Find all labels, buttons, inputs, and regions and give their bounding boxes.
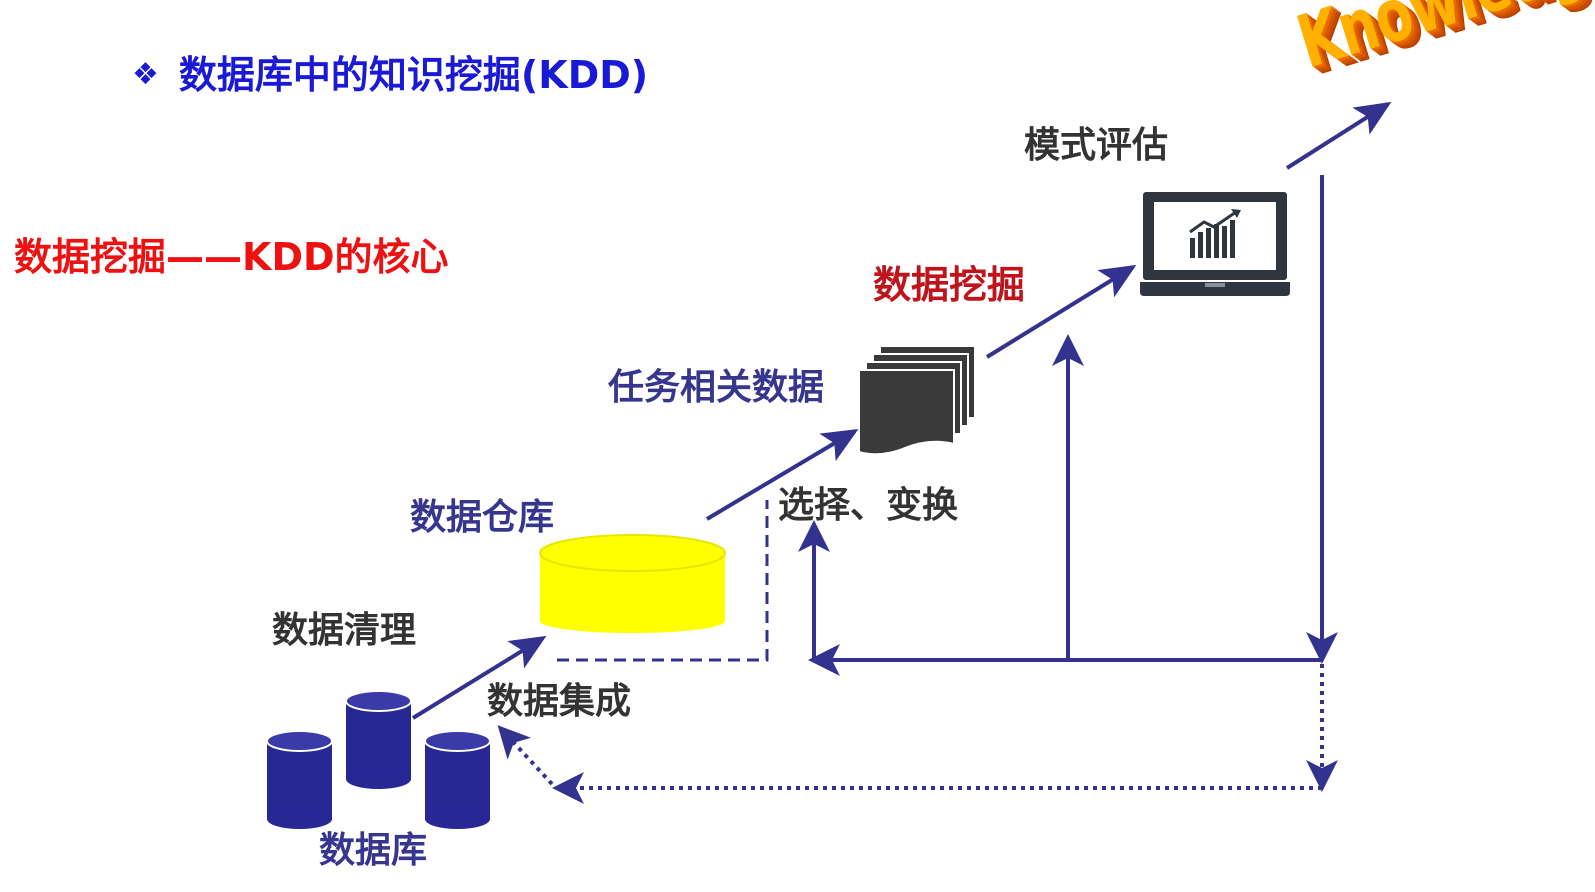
database-cylinder-icon — [266, 690, 491, 829]
arrow-warehouse-to-taskdata — [705, 428, 859, 521]
integration-label: 数据集成 — [487, 681, 632, 722]
arrow-mining-to-eval — [985, 264, 1137, 359]
dashed-warehouse-link — [557, 500, 769, 662]
core-label: 数据挖掘——KDD的核心 — [14, 235, 449, 279]
task-data-label: 任务相关数据 — [608, 367, 825, 408]
page-title-text: 数据库中的知识挖掘(KDD) — [178, 53, 649, 97]
warehouse-label: 数据仓库 — [410, 497, 555, 538]
select-transform-label: 选择、变换 — [778, 485, 959, 526]
arrow-db-to-warehouse — [411, 635, 547, 720]
dotted-diagonal-line — [497, 725, 554, 786]
database-label: 数据库 — [319, 830, 428, 871]
warehouse-cylinder-icon — [539, 534, 726, 633]
cleaning-label: 数据清理 — [272, 610, 417, 651]
arrow-eval-to-knowledge — [1285, 101, 1392, 170]
document-stack-icon — [858, 345, 976, 456]
data-mining-label: 数据挖掘 — [873, 263, 1026, 307]
pattern-eval-label: 模式评估 — [1024, 125, 1169, 166]
page-title: ❖ 数据库中的知识挖掘(KDD) — [132, 56, 648, 94]
monitor-chart-icon — [1140, 192, 1290, 296]
diamond-bullet-icon: ❖ — [132, 57, 159, 92]
